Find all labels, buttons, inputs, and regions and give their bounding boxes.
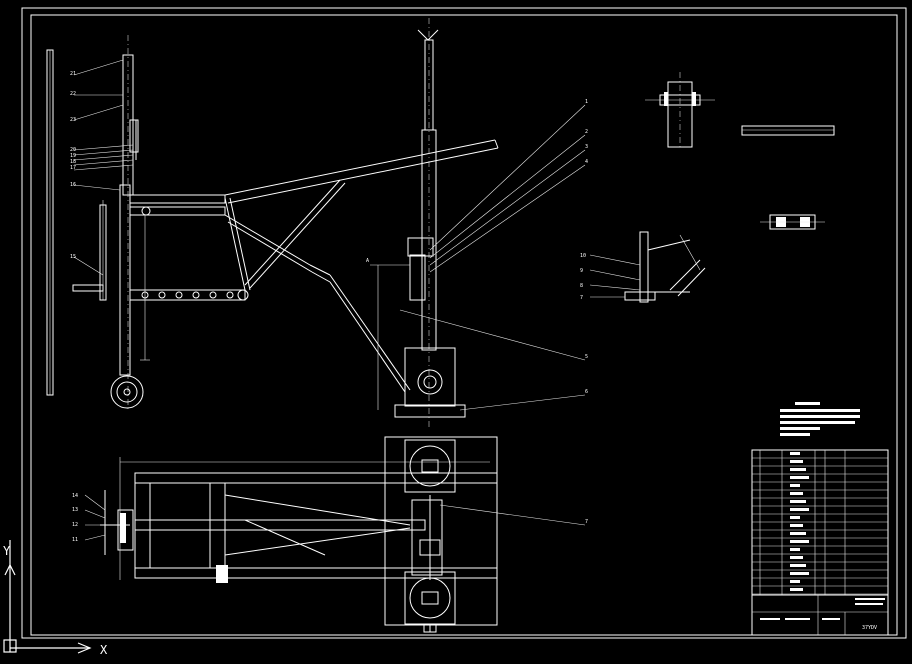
parts-list-entry [790,588,803,591]
parts-list-entry [790,500,806,503]
ucs-icon: Y X [3,540,108,657]
parts-list-entry [790,468,806,471]
parts-list-entry [790,548,800,551]
parts-list-entry [790,452,800,455]
parts-list-entry [790,508,809,511]
parts-list-entry [790,524,803,527]
parts-list-entry [790,516,800,519]
parts-list-entry [790,540,809,543]
svg-text:3: 3 [585,144,588,150]
svg-text:6: 6 [585,389,588,395]
front-view-mast: A 1 2 3 4 5 6 [366,18,588,430]
ucs-y-axis-label: Y [3,544,11,558]
svg-text:12: 12 [72,522,78,528]
svg-text:21: 21 [70,71,76,77]
svg-text:16: 16 [70,182,76,188]
svg-text:5: 5 [585,354,588,360]
detail-section-upper [645,72,835,230]
svg-text:11: 11 [72,537,78,543]
parts-list-entry [790,572,809,575]
drawing-border [21,7,907,639]
svg-text:7: 7 [585,519,588,525]
svg-text:7: 7 [580,295,583,301]
parts-list-entry [790,484,800,487]
svg-text:2: 2 [585,129,588,135]
parts-list-entry [790,460,803,463]
parts-list-entry [790,476,809,479]
svg-text:22: 22 [70,91,76,97]
ucs-x-axis-label: X [100,643,108,657]
svg-text:18: 18 [70,159,76,165]
plan-view: 14 13 12 11 7 [72,436,588,633]
svg-text:17: 17 [70,165,76,171]
parts-list-table [751,449,889,636]
parts-list-entry [790,564,806,567]
svg-text:14: 14 [72,493,78,499]
title-block: 37YDV [752,594,888,635]
svg-text:8: 8 [580,283,583,289]
svg-text:9: 9 [580,268,583,274]
svg-text:4: 4 [585,159,588,165]
svg-text:A: A [366,258,369,264]
parts-list-entry [790,556,803,559]
parts-list-entry [790,580,800,583]
svg-text:10: 10 [580,253,586,259]
parts-list-entry [790,492,803,495]
svg-text:13: 13 [72,507,78,513]
svg-text:20: 20 [70,147,76,153]
technical-notes [780,402,860,436]
front-view-arm-assembly: 21 22 23 20 19 18 17 16 15 [46,35,499,410]
drawing-number: 37YDV [862,625,877,631]
svg-text:1: 1 [585,99,588,105]
svg-text:23: 23 [70,117,76,123]
svg-text:19: 19 [70,153,76,159]
detail-section-bracket: 10 9 8 7 [580,231,706,303]
svg-text:15: 15 [70,254,76,260]
parts-list-entry [790,532,806,535]
